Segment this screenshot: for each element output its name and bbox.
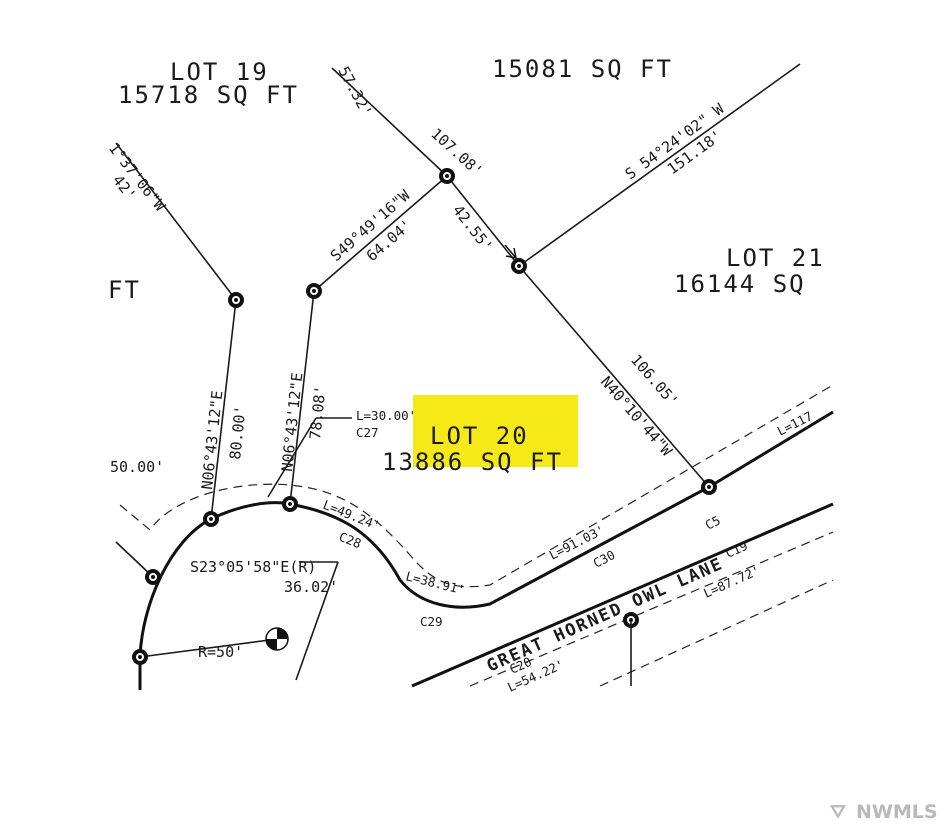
- lot-20-highlight: [413, 395, 578, 467]
- lot-21-label: LOT 21: [726, 244, 825, 272]
- lot-19-label: LOT 19: [170, 58, 269, 86]
- curve-c5: C5: [703, 512, 723, 532]
- distance-80: 80.00': [226, 405, 250, 461]
- curve-c30: C30: [591, 547, 618, 571]
- nwmls-watermark: ⛛ NWMLS: [829, 801, 938, 823]
- lot-20-area: 13886 SQ FT: [382, 448, 563, 476]
- radius-label: R=50': [198, 643, 243, 661]
- top-lot-area: 15081 SQ FT: [492, 55, 673, 83]
- distance-107: 107.08': [427, 125, 486, 181]
- nwmls-logo-icon: ⛛: [829, 801, 847, 823]
- bearing-s23: S23°05'58"E(R): [190, 558, 316, 576]
- lot-20-label: LOT 20: [430, 422, 529, 450]
- curve-c27: C27: [356, 425, 379, 440]
- curve-l30: L=30.00': [356, 408, 416, 423]
- dashed-lines: [119, 384, 834, 687]
- distance-36: 36.02': [284, 578, 338, 596]
- radius-center-icon: [265, 627, 289, 651]
- bearing-n06-right: N06°43'12"E: [278, 372, 306, 473]
- bearing-n06-left: N06°43'12"E: [198, 390, 226, 491]
- left-lot-partial: FT: [108, 276, 141, 304]
- lot-19-area: 15718 SQ FT: [118, 81, 299, 109]
- arrow-icon: [504, 244, 517, 259]
- survey-pins: [132, 168, 717, 686]
- property-lines: [115, 63, 801, 681]
- watermark-text: NWMLS: [856, 801, 938, 823]
- curve-c29: C29: [420, 614, 443, 629]
- lot-21-area: 16144 SQ: [674, 270, 806, 298]
- distance-78: 78.08': [306, 385, 330, 441]
- distance-50-left: 50.00': [110, 458, 164, 476]
- bearing-57-32: 57.32': [334, 63, 375, 119]
